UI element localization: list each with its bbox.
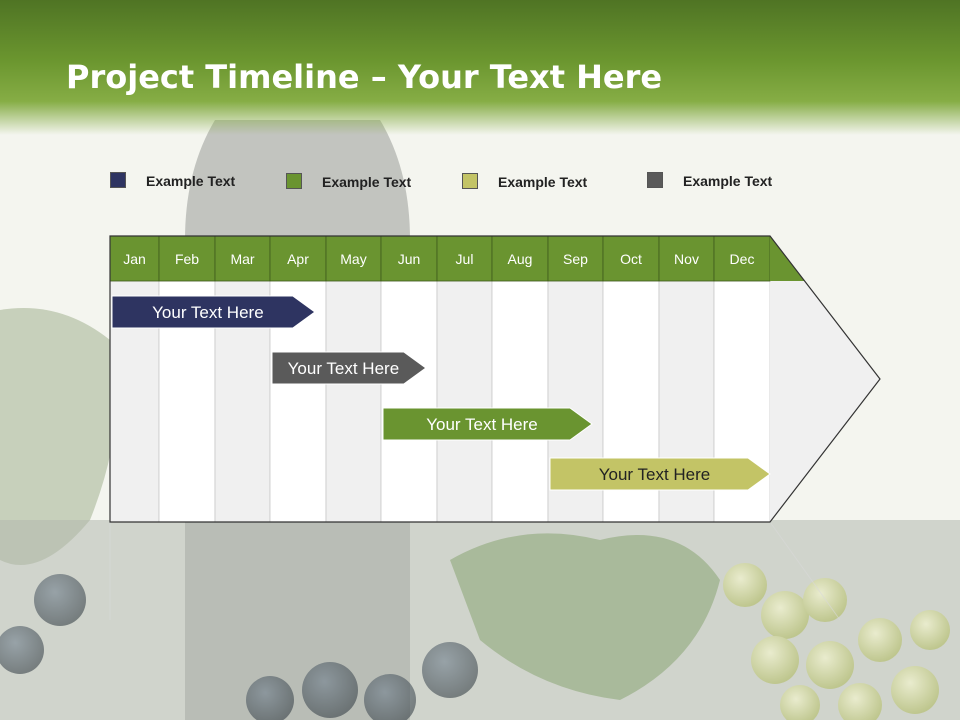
legend-label: Example Text	[146, 173, 236, 189]
legend-label: Example Text	[322, 174, 412, 190]
timeline-outline	[109, 235, 881, 523]
month-column	[436, 280, 493, 523]
task-bar	[111, 295, 316, 329]
title-rest: – Your Text Here	[359, 58, 663, 96]
task-bar	[382, 407, 593, 441]
legend-swatch	[110, 172, 126, 188]
month-label: Oct	[620, 251, 642, 267]
task-bar	[271, 351, 427, 385]
month-label: Dec	[730, 251, 755, 267]
task-label: Your Text Here	[599, 465, 711, 484]
task-label: Your Text Here	[288, 359, 400, 378]
reflection-line	[109, 521, 841, 621]
month-label: May	[340, 251, 366, 267]
task-label: Your Text Here	[426, 415, 538, 434]
month-column	[380, 280, 438, 523]
month-header-cell	[436, 235, 493, 282]
month-header-cell	[214, 235, 271, 282]
month-column	[325, 280, 382, 523]
month-label: Aug	[508, 251, 533, 267]
legend-swatch	[286, 173, 302, 189]
month-header-cell	[713, 235, 771, 282]
header-band	[0, 0, 960, 135]
month-header-cell	[269, 235, 327, 282]
legend-label: Example Text	[498, 174, 588, 190]
month-label: Jan	[123, 251, 146, 267]
month-header-cell	[325, 235, 382, 282]
page-title: Project Timeline – Your Text Here	[66, 58, 662, 96]
task-bar	[549, 457, 771, 491]
month-label: Feb	[175, 251, 199, 267]
arrow-tip	[770, 281, 880, 522]
month-label: Nov	[674, 251, 699, 267]
task-label: Your Text Here	[152, 303, 264, 322]
month-column	[491, 280, 549, 523]
legend-label: Example Text	[683, 173, 773, 189]
month-label: Apr	[287, 251, 309, 267]
month-label: Jul	[456, 251, 474, 267]
month-label: Sep	[563, 251, 588, 267]
month-header-cell	[158, 235, 216, 282]
month-label: Mar	[230, 251, 254, 267]
month-label: Jun	[398, 251, 421, 267]
month-header-cell	[380, 235, 438, 282]
title-bold: Project Timeline	[66, 58, 360, 96]
legend-swatch	[647, 172, 663, 188]
month-header-cell	[602, 235, 660, 282]
legend-swatch	[462, 173, 478, 189]
